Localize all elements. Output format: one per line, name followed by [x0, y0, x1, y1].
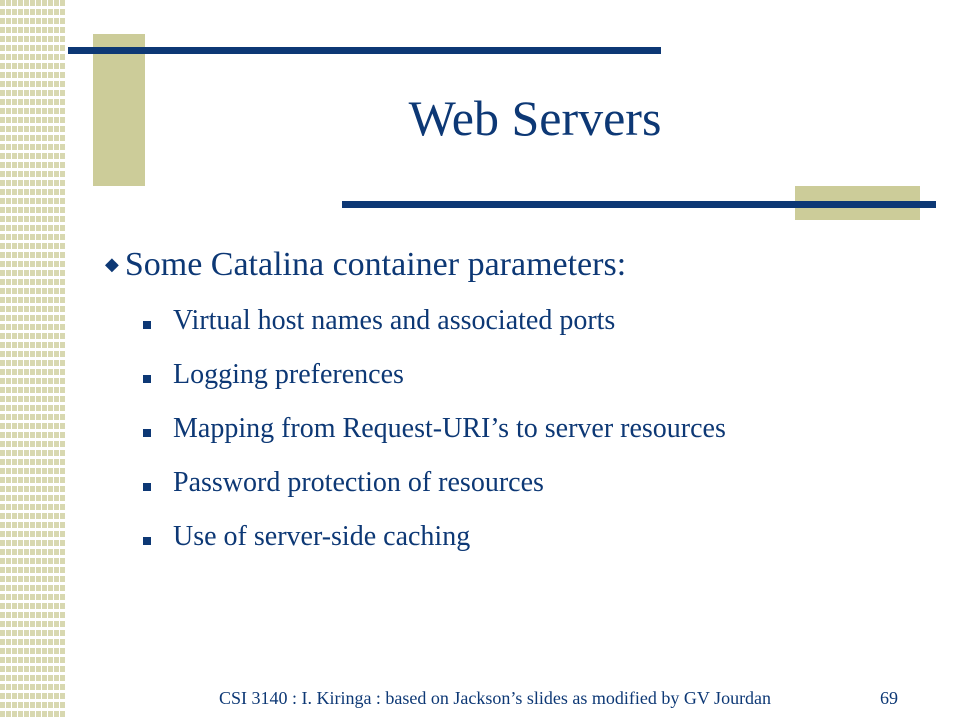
list-item-text: Mapping from Request-URI’s to server res…: [173, 413, 726, 444]
list-item: Use of server-side caching: [140, 520, 780, 554]
square-bullet-icon: [143, 483, 151, 491]
square-bullet-icon: [143, 537, 151, 545]
list-item: Logging preferences: [140, 358, 780, 392]
left-striped-border: [0, 0, 66, 720]
list-item-text: Password protection of resources: [173, 467, 544, 498]
page-number: 69: [880, 688, 898, 708]
square-bullet-icon: [143, 429, 151, 437]
square-bullet-icon: [143, 321, 151, 329]
main-bullet: ◆Some Catalina container parameters:: [105, 246, 626, 284]
sub-bullet-list: Virtual host names and associated ports …: [140, 304, 780, 574]
slide-title: Web Servers: [408, 90, 662, 146]
main-bullet-text: Some Catalina container parameters:: [124, 246, 627, 283]
diamond-bullet-icon: ◆: [105, 254, 119, 274]
list-item-text: Use of server-side caching: [173, 521, 471, 552]
decorative-line-top: [68, 47, 661, 54]
list-item-text: Logging preferences: [173, 359, 404, 390]
decorative-block-top: [93, 34, 145, 186]
slide-footer: CSI 3140 : I. Kiringa : based on Jackson…: [218, 688, 772, 708]
list-item: Mapping from Request-URI’s to server res…: [140, 412, 780, 446]
decorative-line-bottom: [342, 201, 936, 208]
list-item-text: Virtual host names and associated ports: [173, 305, 616, 336]
list-item: Password protection of resources: [140, 466, 780, 500]
square-bullet-icon: [143, 375, 151, 383]
list-item: Virtual host names and associated ports: [140, 304, 780, 338]
